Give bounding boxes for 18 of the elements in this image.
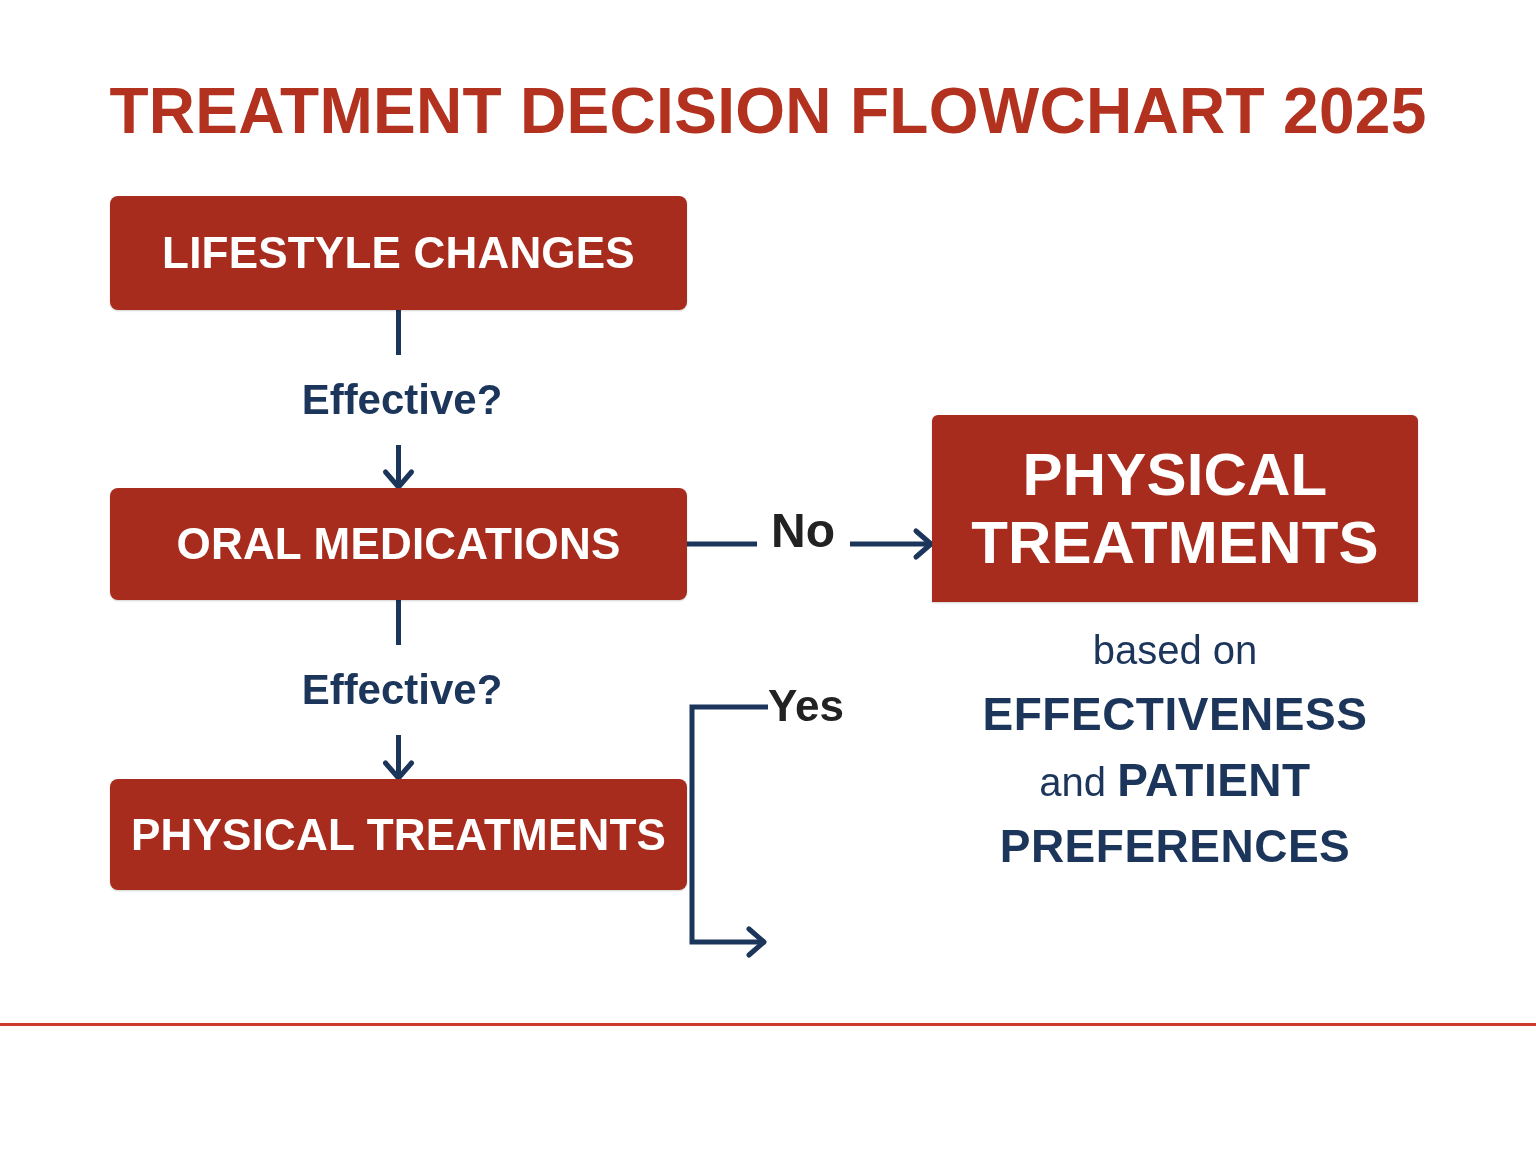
edge-label: Effective?: [301, 665, 503, 715]
edge-label: No: [771, 503, 835, 559]
arrow: [687, 528, 934, 560]
caption-text: based on EFFECTIVENESS and PATIENT PREFERENCES: [981, 627, 1369, 874]
box-label: PHYSICAL TREATMENTS: [970, 441, 1380, 576]
box-label: LIFESTYLE CHANGES: [162, 228, 635, 278]
process-box: [932, 415, 1418, 602]
branch-label: Yes: [768, 681, 844, 732]
box-label: ORAL MEDICATIONS: [176, 519, 621, 569]
process-box: [110, 196, 687, 310]
box-label: PHYSICAL TREATMENTS: [130, 809, 667, 860]
arrow: [383, 600, 414, 781]
title: TREATMENT DECISION FLOWCHART 2025: [109, 76, 1427, 147]
process-box: [110, 488, 687, 600]
arrow: [383, 310, 414, 490]
process-box: [110, 779, 687, 890]
arrow: [689, 704, 768, 958]
edge-label: Effective?: [301, 375, 503, 425]
